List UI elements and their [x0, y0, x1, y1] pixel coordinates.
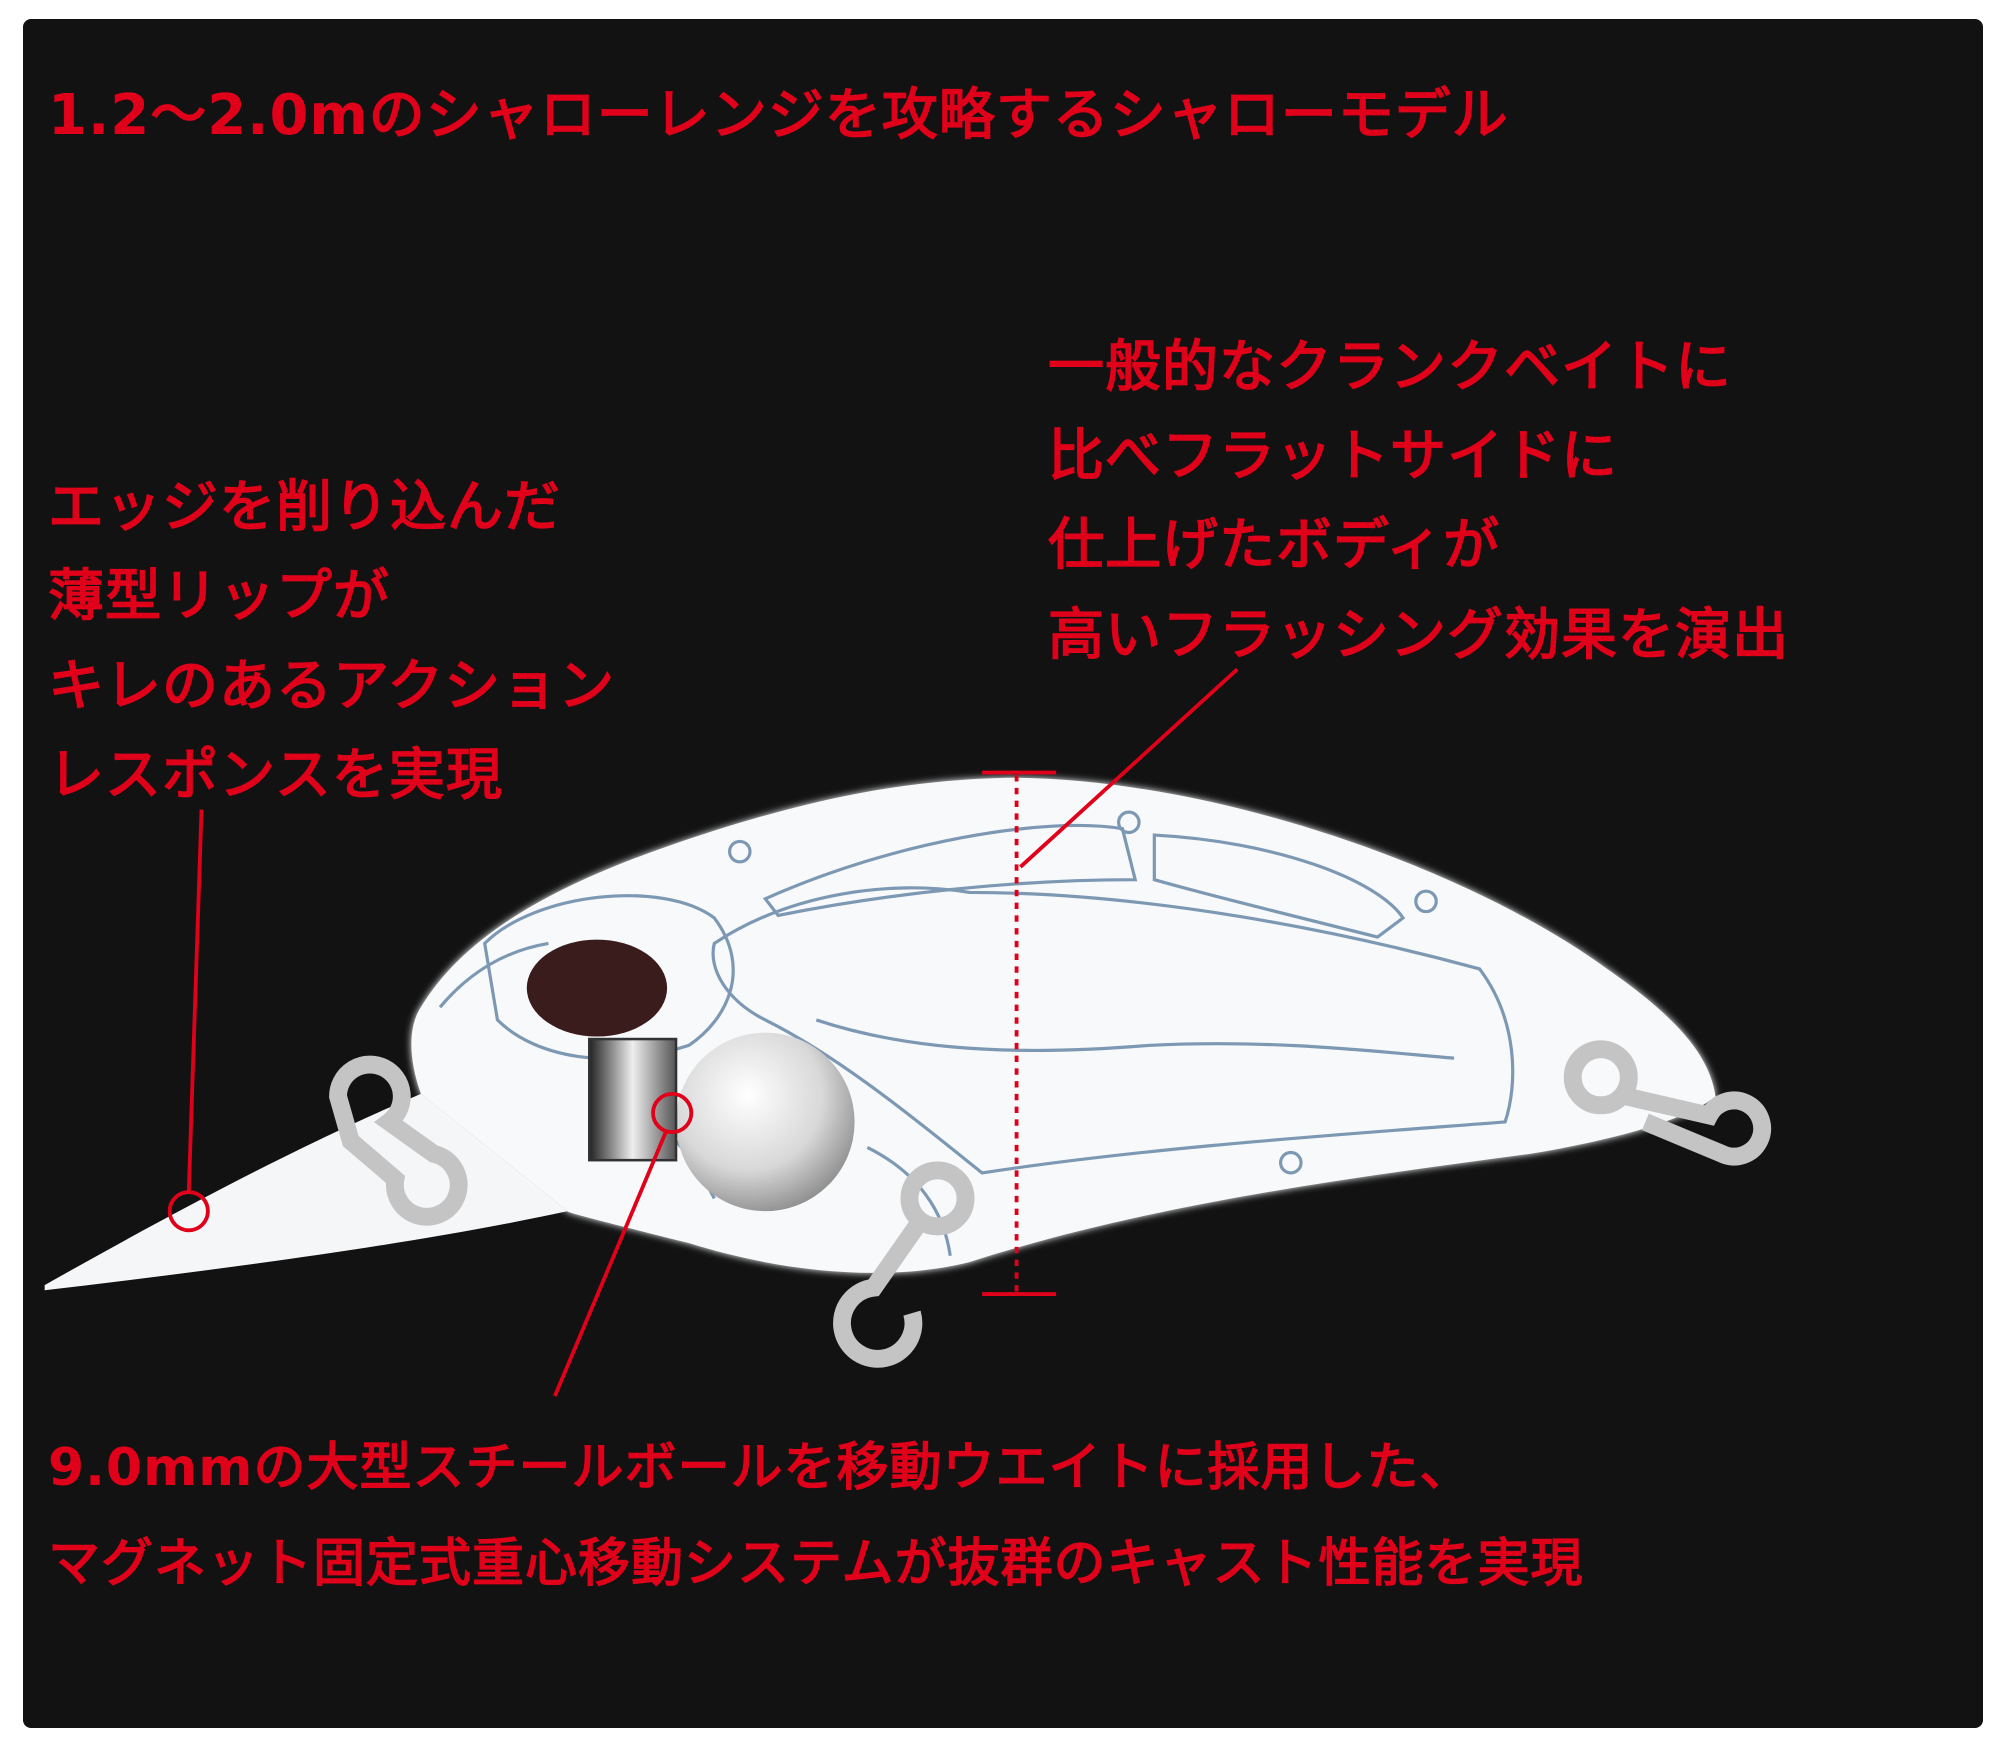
lure-lip: [44, 1093, 568, 1291]
lip-callout-line: 薄型リップが: [48, 564, 390, 629]
lip-callout-line: レスポンスを実現: [48, 743, 503, 808]
split-rings: [329, 1040, 1772, 1368]
weight-callout-line: マグネット固定式重心移動システムが抜群のキャスト性能を実現: [48, 1534, 1584, 1594]
body-callout-line: 一般的なクランクベイトに: [1048, 335, 1732, 400]
callout-leaders: [167, 667, 1239, 1397]
body-callout-line: 高いフラッシング効果を演出: [1048, 603, 1789, 668]
diagram-title: 1.2〜2.0mのシャローレンジを攻略するシャローモデル: [48, 83, 1509, 148]
body-callout-line: 比べフラットサイドに: [1048, 424, 1618, 489]
body-callout-line: 仕上げたボディが: [1048, 513, 1501, 578]
lure-eye: [526, 939, 668, 1037]
weight-callout-line: 9.0mmの大型スチールボールを移動ウエイトに採用した、: [48, 1438, 1473, 1498]
steel-ball: [676, 1032, 855, 1212]
lip-callout-line: エッジを削り込んだ: [48, 475, 561, 540]
lip-callout-line: キレのあるアクション: [48, 654, 616, 719]
